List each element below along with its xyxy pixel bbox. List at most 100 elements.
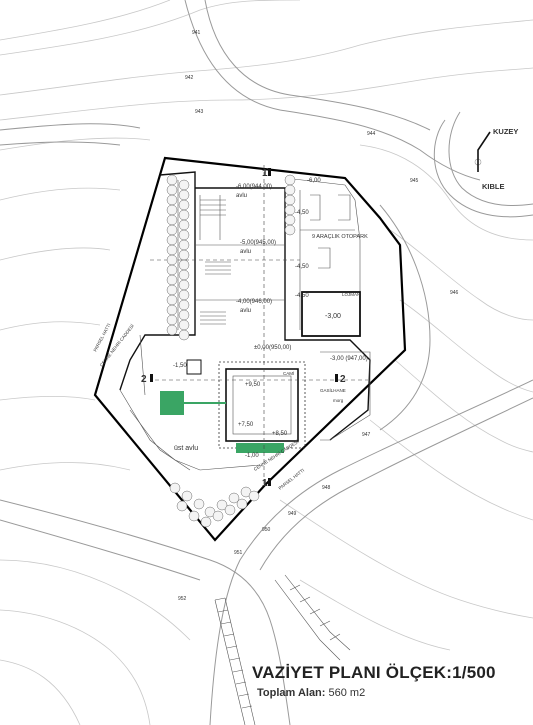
tree-symbol: [224, 504, 236, 516]
area-value: 560 m2: [328, 687, 366, 699]
tree-symbol: [166, 304, 178, 316]
site-boundary: [93, 156, 407, 542]
tree-symbol: [284, 214, 296, 226]
level-label: -3,00 (947,00): [330, 356, 368, 362]
tree-symbol: [178, 199, 190, 211]
gasilhane-label: GASİLHANE: [320, 387, 346, 393]
section-mark: 2: [141, 374, 147, 385]
tree-symbol: [178, 279, 190, 291]
lojman-label: LOJMAN: [342, 292, 360, 297]
tree-symbol: [178, 329, 190, 341]
room-labels: 9 ARAÇLIK OTOPARK LOJMAN -3,00 CAMİ üst …: [174, 234, 368, 452]
tree-symbol: [166, 224, 178, 236]
section-mark: 2: [340, 374, 346, 385]
contour-label: 952: [178, 596, 187, 602]
contour-label: 950: [262, 527, 271, 533]
tree-symbol: [284, 174, 296, 186]
level-label: -4,50: [295, 293, 309, 299]
tree-symbol: [166, 174, 178, 186]
tree-symbol: [166, 254, 178, 266]
tree-symbol: [166, 314, 178, 326]
north-label: KUZEY: [493, 127, 518, 136]
contour-labels: 941 942 943 944 945 946 947 948 949 950 …: [178, 30, 459, 602]
tree-symbol: [248, 490, 260, 502]
tree-symbol: [166, 184, 178, 196]
tree-symbol: [166, 274, 178, 286]
tree-symbol: [216, 499, 228, 511]
tree-symbol: [212, 510, 224, 522]
tree-symbol: [178, 219, 190, 231]
contour-label: 945: [410, 178, 419, 184]
tree-symbol: [166, 194, 178, 206]
street-label: PARSEL HATTI: [278, 468, 306, 491]
tree-symbol: [284, 184, 296, 196]
tree-symbol: [193, 498, 205, 510]
level-label: +7,50: [238, 422, 254, 428]
tree-symbol: [178, 309, 190, 321]
trees: [166, 174, 296, 528]
plan-title: VAZİYET PLANI ÖLÇEK:1/500: [252, 663, 496, 682]
stairs: [200, 199, 231, 325]
tree-symbol: [166, 294, 178, 306]
level-label: -4,50: [295, 264, 309, 270]
tree-symbol: [178, 289, 190, 301]
ust-avlu-label: üst avlu: [174, 445, 198, 452]
tree-symbol: [178, 209, 190, 221]
level-label: +9,50: [245, 382, 261, 388]
level-label: -6,00(944,00): [236, 184, 272, 190]
tree-symbol: [178, 229, 190, 241]
contour-label: 942: [185, 75, 194, 81]
contour-label: 946: [450, 290, 459, 296]
tree-symbol: [166, 284, 178, 296]
tree-symbol: [166, 244, 178, 256]
level-label: avlu: [240, 308, 251, 314]
tree-symbol: [166, 264, 178, 276]
qibla-label: KIBLE: [482, 182, 505, 191]
contour-label: 949: [288, 511, 297, 517]
contour-label: 944: [367, 131, 376, 137]
tree-symbol: [169, 482, 181, 494]
level-label: -1,50: [173, 363, 187, 369]
contour-label: 951: [234, 550, 243, 556]
lojman-building: [301, 291, 361, 337]
level-label: avlu: [236, 193, 247, 199]
otopark-label: 9 ARAÇLIK OTOPARK: [312, 234, 368, 240]
level-label: -4,50: [295, 210, 309, 216]
level-label: -4,00(946,00): [236, 299, 272, 305]
level-label: ±0,00(950,00): [254, 345, 291, 351]
tree-symbol: [228, 492, 240, 504]
cami-label: CAMİ: [283, 370, 294, 376]
tree-symbol: [178, 179, 190, 191]
tree-symbol: [176, 500, 188, 512]
area-info: Toplam Alan: 560 m2: [257, 687, 365, 699]
level-label: -6,00: [307, 178, 321, 184]
tree-symbol: [284, 224, 296, 236]
tree-symbol: [178, 239, 190, 251]
morg-label: morg: [333, 398, 344, 403]
level-labels: -6,00 -6,00(944,00) avlu -5,00(945,00) a…: [173, 178, 368, 459]
tree-symbol: [178, 319, 190, 331]
tree-symbol: [178, 299, 190, 311]
tree-symbol: [178, 269, 190, 281]
site-structure: [119, 171, 371, 471]
tree-symbol: [181, 490, 193, 502]
level-label: -5,00(945,00): [240, 240, 276, 246]
tree-symbol: [166, 324, 178, 336]
tree-symbol: [178, 189, 190, 201]
green-strip: [236, 443, 284, 453]
parking-stalls-south: [214, 574, 351, 725]
level-label: +8,50: [272, 431, 288, 437]
tree-symbol: [166, 234, 178, 246]
contour-label: 947: [362, 432, 371, 438]
green-pool: [160, 391, 184, 415]
tree-symbol: [188, 510, 200, 522]
section-mark: 1: [262, 168, 268, 179]
minaret: [186, 359, 202, 375]
area-label: Toplam Alan:: [257, 687, 326, 699]
tree-symbol: [284, 194, 296, 206]
tree-symbol: [166, 214, 178, 226]
section-mark: 1: [262, 478, 268, 489]
tree-symbol: [284, 204, 296, 216]
